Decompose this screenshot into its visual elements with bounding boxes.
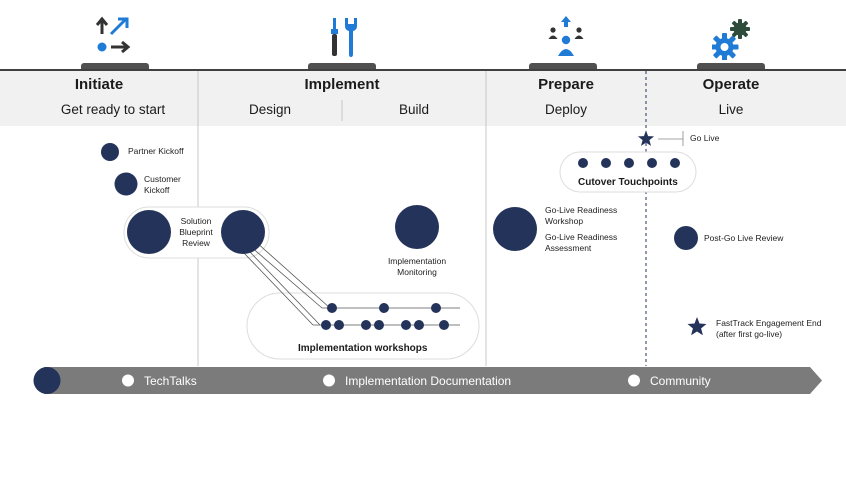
connector-line xyxy=(242,251,314,326)
phase-sub-deploy: Deploy xyxy=(544,102,588,117)
customer-kickoff-label: Customer Kickoff xyxy=(144,174,181,195)
workshop-dot xyxy=(439,320,449,330)
post-golive-review-label: Post-Go Live Review xyxy=(704,233,784,243)
phase-tab xyxy=(697,63,765,71)
cutover-dot xyxy=(578,158,588,168)
solution-blueprint-label: Solution Blueprint Review xyxy=(179,216,213,248)
band-item-techtalks: TechTalks xyxy=(144,374,197,388)
connector-line xyxy=(249,251,321,326)
gear-icon xyxy=(712,19,750,60)
go-live-label: Go Live xyxy=(690,133,720,143)
band-item-implementation-documentation: Implementation Documentation xyxy=(345,374,512,388)
partner-kickoff-dot xyxy=(101,143,119,161)
phase-sub-live: Live xyxy=(718,102,744,117)
workshop-dot xyxy=(361,320,371,330)
fasttrack-end-star-icon xyxy=(687,317,707,336)
phase-sub-design: Design xyxy=(248,102,292,117)
cutover-dot xyxy=(670,158,680,168)
golive-readiness-workshop-label: Go-Live Readiness Workshop xyxy=(545,205,618,226)
band-bullet xyxy=(122,374,134,387)
implementation-workshops-label: Implementation workshops xyxy=(298,343,428,354)
people-icon xyxy=(548,16,584,56)
phase-title-initiate: Initiate xyxy=(74,76,124,93)
cutover-touchpoints-label: Cutover Touchpoints xyxy=(578,177,678,188)
fasttrack-end-label: FastTrack Engagement End (after first go… xyxy=(716,318,822,339)
band-start-dot xyxy=(33,367,61,394)
cutover-dot xyxy=(647,158,657,168)
tools-icon xyxy=(331,18,357,57)
implementation-monitoring-dot xyxy=(395,205,439,249)
solution-blueprint-dot-right xyxy=(221,210,265,254)
resources-band xyxy=(44,367,822,394)
workshop-dot xyxy=(327,303,337,313)
connector-line xyxy=(249,245,323,309)
workshop-dot xyxy=(321,320,331,330)
header-top-line xyxy=(0,69,846,71)
go-live-star-icon xyxy=(637,130,655,146)
post-golive-review-dot xyxy=(674,226,698,250)
band-item-community: Community xyxy=(650,374,711,388)
workshop-dot xyxy=(334,320,344,330)
cutover-group-outline xyxy=(559,151,697,193)
phase-title-prepare: Prepare xyxy=(538,76,594,93)
workshop-dot xyxy=(401,320,411,330)
solution-blueprint-dot-left xyxy=(127,210,171,254)
golive-readiness-assessment-label: Go-Live Readiness Assessment xyxy=(545,232,618,253)
partner-kickoff-label: Partner Kickoff xyxy=(128,146,184,156)
cutover-dot xyxy=(624,158,634,168)
band-bullet xyxy=(323,374,335,387)
phase-sub-initiate: Get ready to start xyxy=(60,102,166,117)
phase-header xyxy=(0,71,846,126)
band-bullet xyxy=(628,374,640,387)
phase-sub-build: Build xyxy=(398,102,430,117)
implementation-monitoring-label: Implementation Monitoring xyxy=(387,256,447,277)
connector-line xyxy=(255,241,331,309)
golive-readiness-dot xyxy=(493,207,537,251)
workshop-dot xyxy=(414,320,424,330)
arrows-icon xyxy=(95,16,131,54)
workshop-dot xyxy=(379,303,389,313)
customer-kickoff-dot xyxy=(114,172,138,196)
phase-title-implement: Implement xyxy=(304,76,380,93)
workshop-dot xyxy=(374,320,384,330)
phase-tab xyxy=(529,63,597,71)
cutover-dot xyxy=(601,158,611,168)
phase-tab xyxy=(308,63,376,71)
workshop-dot xyxy=(431,303,441,313)
phase-title-operate: Operate xyxy=(702,76,760,93)
phase-tab xyxy=(81,63,149,71)
